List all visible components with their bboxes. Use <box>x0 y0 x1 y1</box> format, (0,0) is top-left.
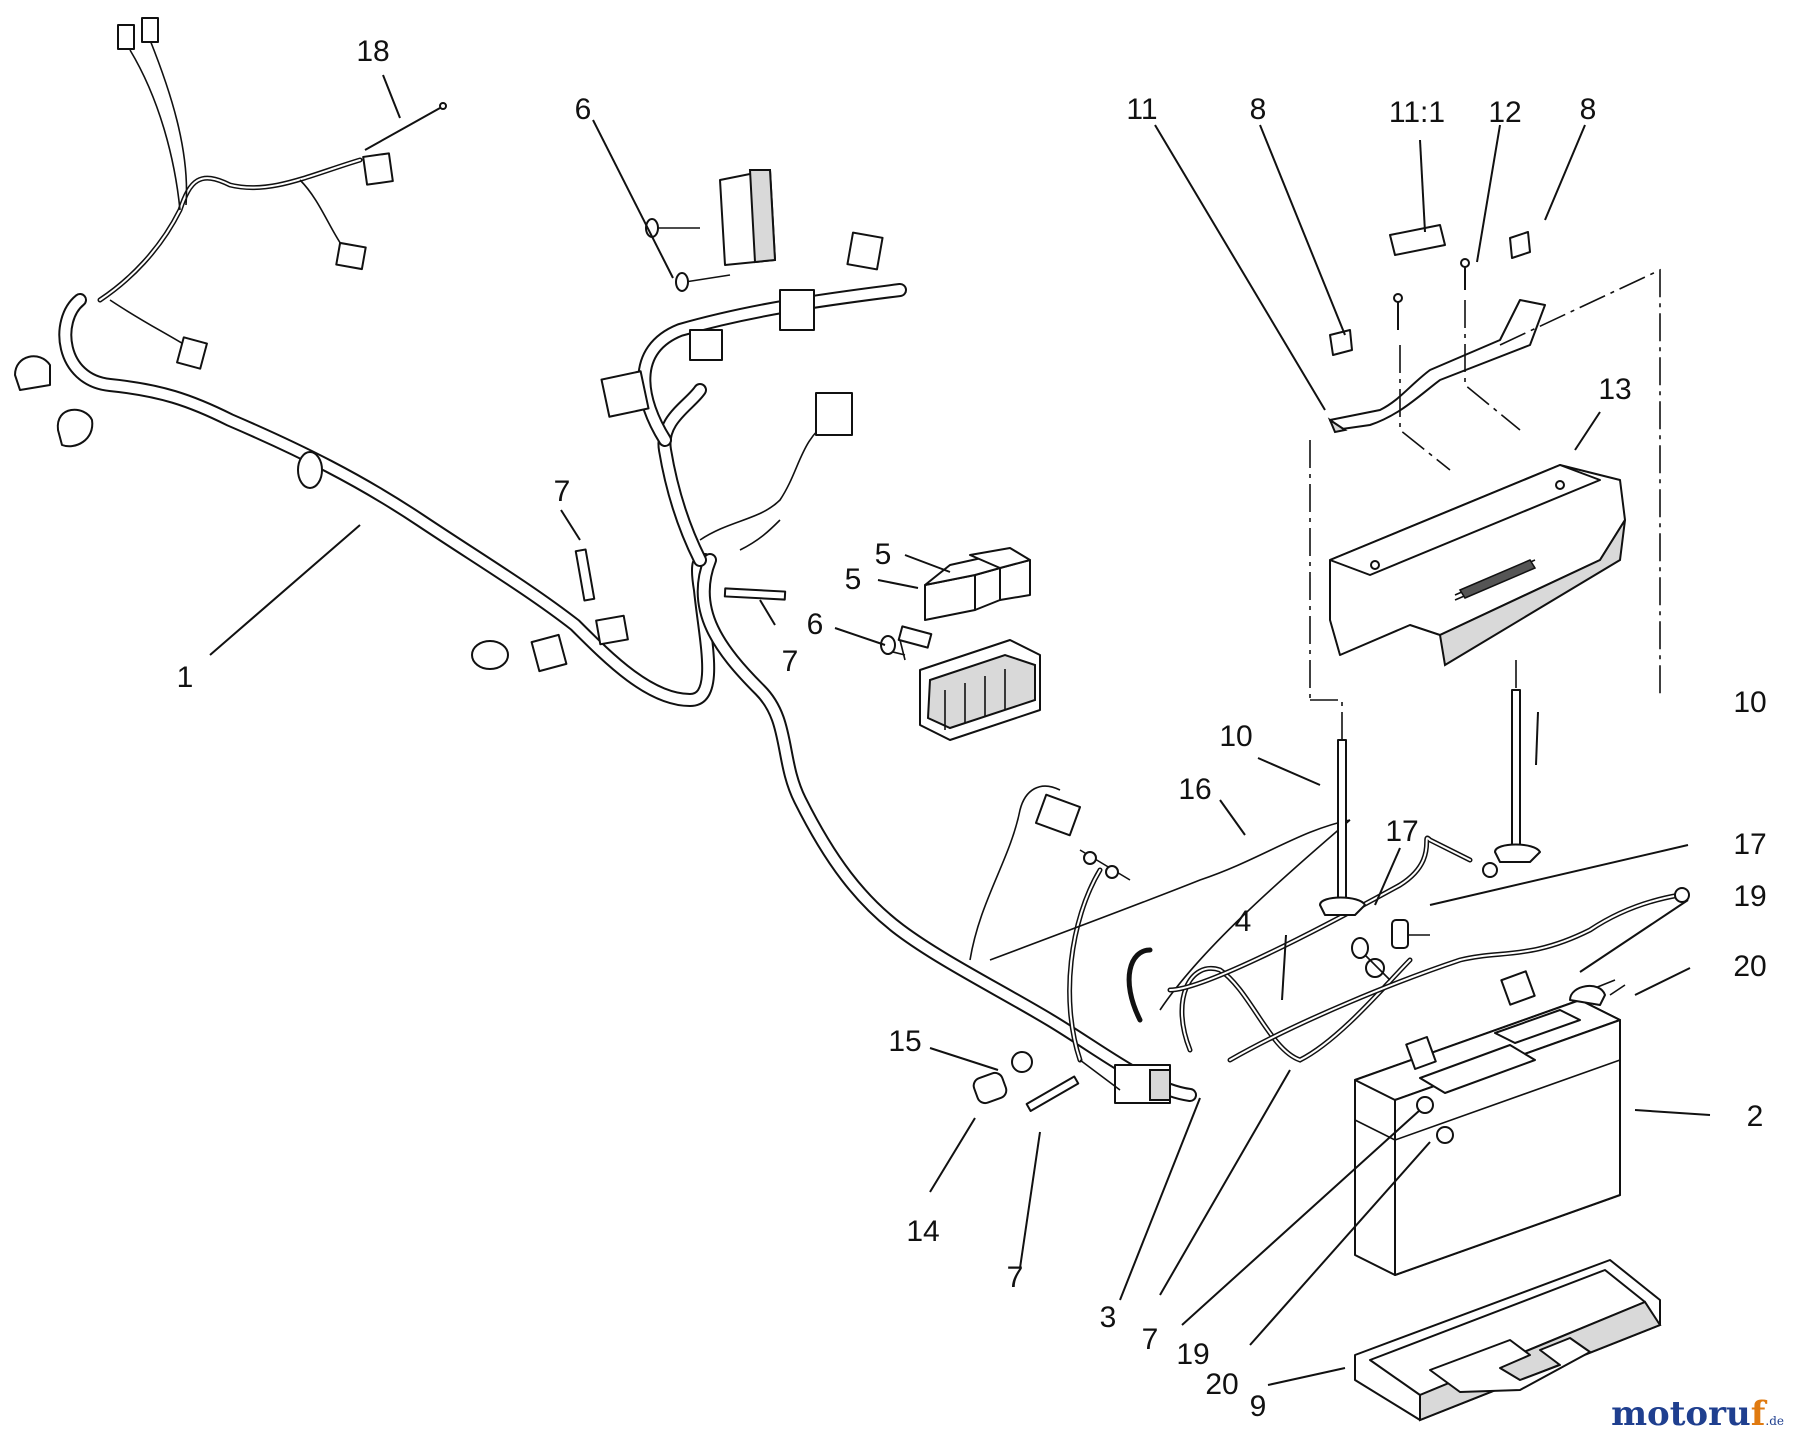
main-wire-harness <box>14 17 1690 1104</box>
watermark-accent: f <box>1750 1394 1766 1434</box>
watermark-logo: motoruf.de <box>1611 1397 1784 1431</box>
callout-11-1: 11:1 <box>1388 96 1446 129</box>
callout-13: 13 <box>1598 373 1632 406</box>
callout-5-lower: 5 <box>844 563 862 596</box>
battery-tray <box>1354 1259 1662 1422</box>
callout-3: 3 <box>1099 1301 1117 1334</box>
callout-17-left: 17 <box>1385 815 1419 848</box>
callout-20-bottom: 20 <box>1205 1368 1239 1401</box>
callout-8-left: 8 <box>1249 93 1267 126</box>
callout-11: 11 <box>1126 93 1158 126</box>
callout-6-lower: 6 <box>806 608 824 641</box>
callout-12: 12 <box>1488 96 1522 129</box>
callout-17-right: 17 <box>1733 828 1767 861</box>
watermark-main: motoru <box>1611 1394 1751 1434</box>
callout-7-lower: 7 <box>1006 1261 1024 1294</box>
callout-1: 1 <box>176 661 194 694</box>
watermark-tld: .de <box>1765 1414 1784 1428</box>
callout-8-right: 8 <box>1579 93 1597 126</box>
callout-18: 18 <box>356 35 390 68</box>
callout-7-bottom: 7 <box>1141 1323 1159 1356</box>
callout-2: 2 <box>1746 1100 1764 1133</box>
callout-5-upper: 5 <box>874 538 892 571</box>
callout-4: 4 <box>1234 905 1252 938</box>
hardware <box>574 548 1080 1112</box>
callout-10-right: 10 <box>1733 686 1767 719</box>
callout-6-top: 6 <box>574 93 592 126</box>
battery <box>1351 919 1626 1276</box>
callout-19-bottom: 19 <box>1176 1338 1210 1371</box>
callout-7-relay: 7 <box>781 645 799 678</box>
callout-15: 15 <box>888 1025 922 1058</box>
callout-7-upper: 7 <box>553 475 571 508</box>
callout-20-right: 20 <box>1733 950 1767 983</box>
callout-9: 9 <box>1249 1390 1267 1423</box>
callout-14: 14 <box>906 1215 940 1248</box>
battery-cover-assembly <box>1309 224 1661 916</box>
callout-19-right: 19 <box>1733 880 1767 913</box>
callout-10-left: 10 <box>1219 720 1253 753</box>
callout-16: 16 <box>1178 773 1212 806</box>
leader-lines <box>209 74 1711 1386</box>
relay-block <box>880 547 1041 741</box>
